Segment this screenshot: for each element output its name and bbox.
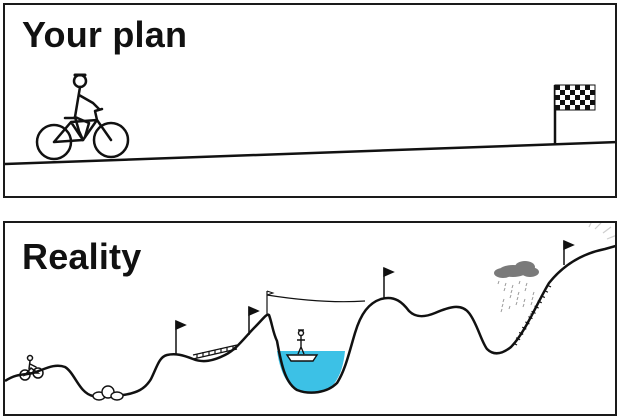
rain-cloud-icon [494,261,539,317]
checker-border [554,84,596,111]
rain-drop [516,296,519,301]
reality-title: Reality [22,236,142,277]
checker-cell [590,90,595,95]
ladder-rung [534,305,539,309]
checker-cell [560,85,565,90]
ladder-rung [518,331,524,335]
tightrope [266,294,366,303]
rain-drop [515,301,518,306]
checker-cell [575,100,580,105]
checker-cell [575,90,580,95]
checker-cell [590,100,595,105]
rain-drop [532,291,535,296]
ladder-rung [537,300,542,304]
checker-cell [575,85,580,90]
checker-cell [580,105,585,110]
rain-drop [504,282,507,287]
checker-cell [570,105,575,110]
checkered-flag-icon [553,84,596,144]
checker-cell [585,100,590,105]
ladder-rung [543,289,549,293]
bicycle-icon [19,354,44,381]
checker-cell [560,100,565,105]
checker-cell [565,105,570,110]
checker-cell [590,95,595,100]
rain-drop [517,291,520,296]
rain-drop [509,294,512,299]
ladder-rung [528,316,533,320]
rain-drop [522,303,525,308]
checker-cell [555,105,560,110]
rain-drop [501,303,504,308]
rain-drop [511,284,514,289]
checker-cell [565,95,570,100]
rocks-icon [92,385,124,401]
rain-drop [508,305,511,310]
checker-cell [565,100,570,105]
checker-cell [555,95,560,100]
checker-cell [565,90,570,95]
flag-icon [383,266,395,299]
reality-scene [5,223,615,401]
ladder-rung [515,337,521,341]
checker-cell [560,105,565,110]
checker-cell [580,100,585,105]
bicycle-icon [35,73,130,161]
checker-cell [555,85,560,90]
checker-cell [560,90,565,95]
rain-drop [524,287,527,292]
flag-icon [175,319,187,355]
checker-cell [570,85,575,90]
checker-cell [585,90,590,95]
ladder-rung [531,310,536,314]
rain-drop [502,298,505,303]
ladder [512,284,552,346]
checker-cell [585,85,590,90]
checker-cell [585,95,590,100]
flag-icon [248,305,260,335]
checker-cell [570,90,575,95]
boat-icon [285,329,319,362]
rain-drop [523,298,526,303]
plan-road [5,140,615,166]
plan-scene [5,73,615,166]
rain-drop [518,280,521,285]
checker-cell [570,100,575,105]
rain-drop [529,312,532,317]
rain-drop [497,280,500,285]
bridge-icon [192,344,238,360]
checker-cell [585,105,590,110]
checker-cell [580,90,585,95]
plan-panel: Your plan [3,3,617,198]
ladder-rung [525,321,530,325]
checker-cell [570,95,575,100]
rain-drop [530,301,533,306]
plan-title: Your plan [22,14,188,55]
ladder-rung [540,295,546,299]
ladder-rung [522,326,527,330]
ladder-rung [512,342,518,346]
rain-drop [503,287,506,292]
checker-cell [580,85,585,90]
checker-cell [580,95,585,100]
checker-cell [575,105,580,110]
checker-cell [565,85,570,90]
ladder-rung [546,284,552,288]
checker-cell [590,85,595,90]
sun-icon [588,223,615,240]
rain-drop [525,282,528,287]
checker-cell [560,95,565,100]
reality-panel: Reality [3,221,617,416]
flag-icon [563,239,575,265]
checker-cell [555,100,560,105]
rain-drop [531,296,534,301]
checker-cell [555,90,560,95]
checker-cell [575,95,580,100]
rain-drop [500,308,503,313]
rain-drop [510,289,513,294]
checker-cell [590,105,595,110]
